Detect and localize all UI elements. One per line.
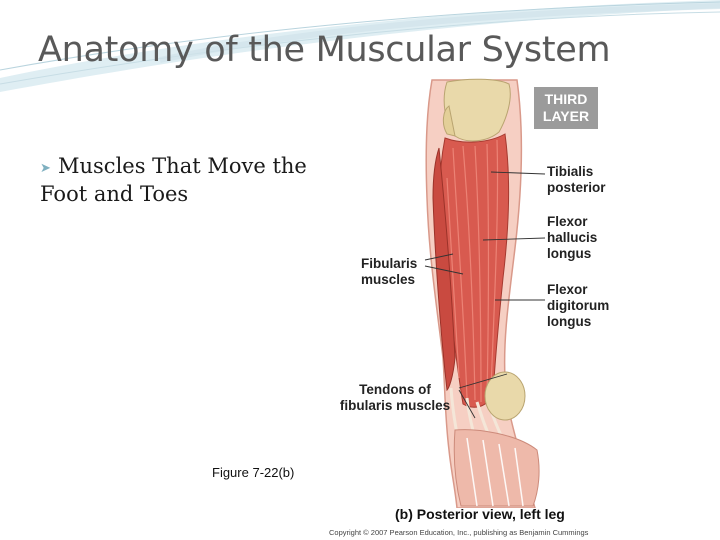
anatomy-figure: THIRD LAYER Tibialis posterior Flexor ha… xyxy=(327,78,625,540)
label-fhl-line3: longus xyxy=(547,246,592,261)
leader-fhl xyxy=(482,237,546,241)
leader-tendons-b xyxy=(458,389,476,419)
layer-badge: THIRD LAYER xyxy=(534,87,598,129)
label-fdl-line1: Flexor xyxy=(547,282,588,297)
heel-bone xyxy=(484,371,526,421)
leader-tendons xyxy=(458,373,508,389)
label-fibularis-line1: Fibularis xyxy=(361,256,418,271)
label-tendons-fibularis: Tendons of fibularis muscles xyxy=(331,382,459,414)
figure-view-caption: (b) Posterior view, left leg xyxy=(395,506,565,522)
figure-reference: Figure 7-22(b) xyxy=(212,465,295,480)
label-fdl-line3: longus xyxy=(547,314,592,329)
fibula-head xyxy=(442,105,456,137)
label-fdl-line2: digitorum xyxy=(547,298,610,313)
leader-tibialis xyxy=(490,171,546,175)
leader-fibularis-b xyxy=(424,265,464,275)
label-fibularis-muscles: Fibularis muscles xyxy=(361,256,417,288)
leg-illustration xyxy=(424,78,546,508)
bullet-item: ➤Muscles That Move the Foot and Toes xyxy=(40,152,340,208)
leader-fibularis-a xyxy=(424,253,454,261)
header-swoosh-decoration xyxy=(0,0,720,92)
figure-copyright: Copyright © 2007 Pearson Education, Inc.… xyxy=(329,528,589,537)
label-tendons-line2: fibularis muscles xyxy=(339,398,451,413)
label-fhl-line2: hallucis xyxy=(547,230,598,245)
layer-badge-line2: LAYER xyxy=(542,108,590,124)
label-flexor-digitorum-longus: Flexor digitorum longus xyxy=(547,282,609,330)
label-tendons-line1: Tendons of xyxy=(359,382,431,397)
label-fhl-line1: Flexor xyxy=(547,214,588,229)
label-tibialis-line1: Tibialis xyxy=(547,164,594,179)
bullet-arrow-icon: ➤ xyxy=(40,161,51,176)
slide-title: Anatomy of the Muscular System xyxy=(38,30,611,70)
label-fibularis-line2: muscles xyxy=(361,272,416,287)
layer-badge-line1: THIRD xyxy=(544,91,588,107)
foot-sole xyxy=(453,429,540,507)
label-flexor-hallucis-longus: Flexor hallucis longus xyxy=(547,214,597,262)
fibularis-muscle xyxy=(432,147,456,392)
label-tibialis-posterior: Tibialis posterior xyxy=(547,164,606,196)
label-tibialis-line2: posterior xyxy=(547,180,606,195)
bullet-text: Muscles That Move the Foot and Toes xyxy=(40,154,307,206)
